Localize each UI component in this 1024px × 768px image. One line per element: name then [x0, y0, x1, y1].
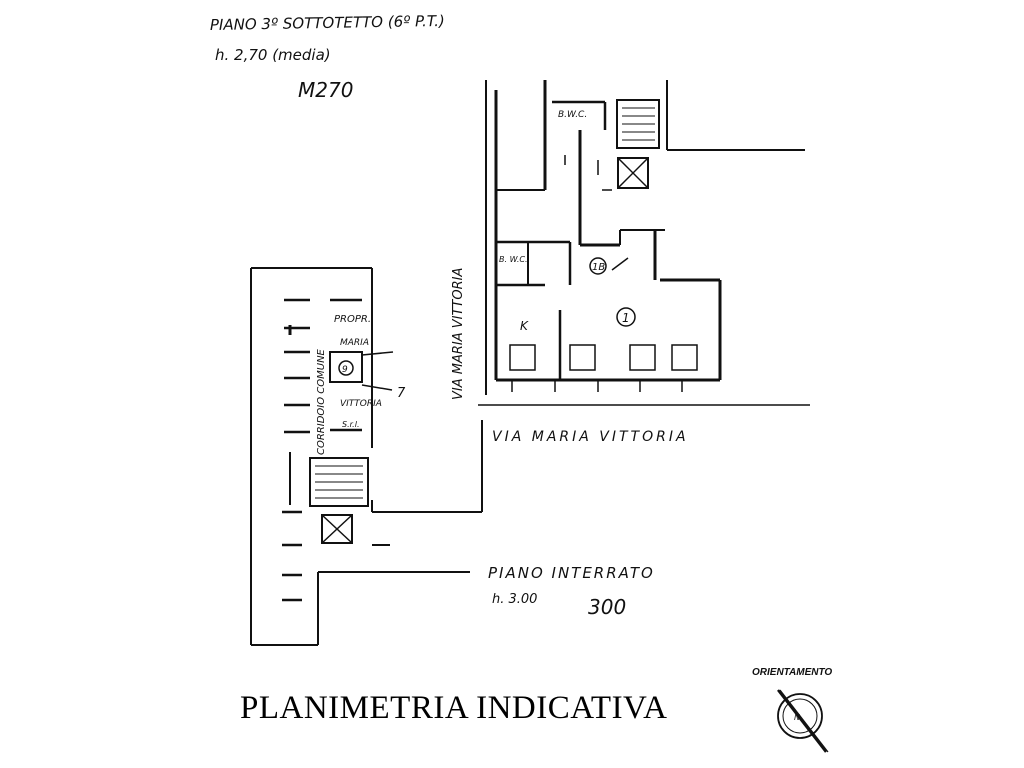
compass-rose-icon — [777, 689, 829, 753]
basement-corridor-label: CORRIDOIO COMUNE — [316, 348, 327, 455]
basement-height: h. 3.00 — [492, 592, 537, 607]
basement-plan — [250, 267, 483, 646]
orientation-label: ORIENTAMENTO — [752, 667, 833, 678]
owner-label-1: PROPR. — [334, 314, 371, 325]
room-label-bathroom-top: B.W.C. — [558, 110, 587, 120]
upper-floor-name: PIANO 3º SOTTOTETTO (6º P.T.) — [210, 12, 445, 34]
room-label-bathroom-left: B. W.C. — [499, 255, 528, 264]
room-label-1b: 1B — [592, 262, 605, 273]
upper-floor-plan — [478, 80, 810, 406]
street-label-vertical: VIA MARIA VITTORIA — [451, 268, 466, 400]
basement-ref: 300 — [588, 595, 626, 619]
owner-label-3: VITTORIA — [340, 399, 382, 409]
street-label-horizontal: VIA MARIA VITTORIA — [492, 429, 689, 445]
upper-floor-ref: M270 — [298, 78, 353, 102]
upper-floor-height: h. 2,70 (media) — [215, 46, 331, 64]
owner-label-4: S.r.l. — [342, 420, 359, 429]
basement-unit-number: 9 — [342, 365, 348, 375]
owner-label-2: MARIA — [340, 338, 369, 348]
room-label-kitchen: K — [520, 319, 529, 333]
page-title: PLANIMETRIA INDICATIVA — [240, 690, 668, 726]
basement-floor-name: PIANO INTERRATO — [488, 564, 655, 582]
room-label-1: 1 — [622, 311, 630, 325]
north-mark: N — [794, 713, 800, 722]
basement-pointer-mark: 7 — [397, 386, 406, 401]
